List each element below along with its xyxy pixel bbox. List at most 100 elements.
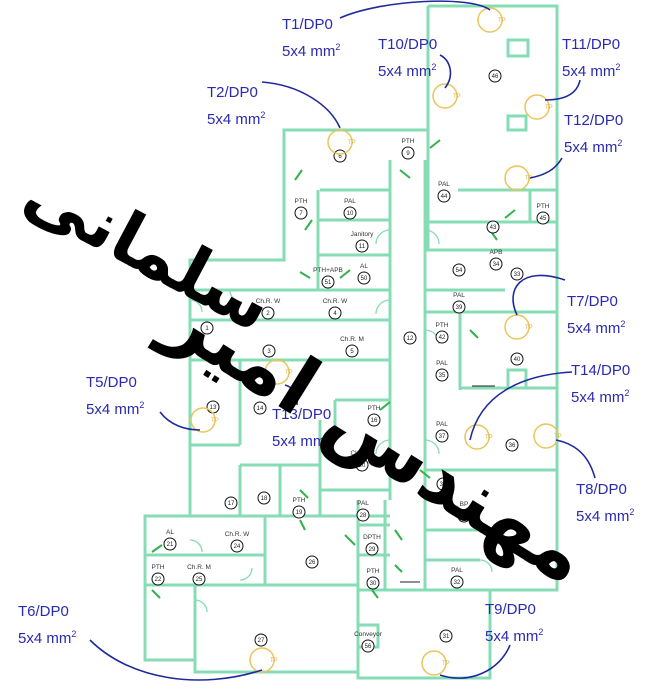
room-label: AL bbox=[166, 529, 174, 536]
tp-marker: TP bbox=[432, 83, 461, 109]
room-label: Ch.R. W bbox=[256, 298, 281, 305]
annotation-title: T9/DP0 bbox=[485, 601, 536, 618]
annotation-title: T12/DP0 bbox=[564, 112, 624, 129]
room-label: PTH bbox=[367, 568, 380, 575]
room-13: 13 bbox=[206, 400, 220, 414]
room-number: 32 bbox=[454, 580, 461, 586]
room-number-circle bbox=[328, 306, 342, 320]
tp-circle bbox=[464, 424, 490, 450]
room-label: PTH bbox=[293, 497, 306, 504]
room-4: 4Ch.R. W bbox=[323, 298, 348, 320]
room-number: 13 bbox=[210, 405, 217, 411]
tp-label: TP bbox=[270, 658, 278, 664]
room-number: 1 bbox=[205, 326, 209, 332]
annotation-t10: T10/DP0 5x4 mm2 bbox=[378, 34, 437, 83]
annotation-title: T7/DP0 bbox=[567, 293, 618, 310]
tp-marker: TP bbox=[264, 359, 293, 385]
room-7: 7 PTH bbox=[294, 198, 308, 220]
room-number: 50 bbox=[361, 276, 368, 282]
walls bbox=[143, 4, 559, 680]
room-number-circle bbox=[230, 539, 244, 553]
room-number-circle bbox=[343, 206, 357, 220]
tp-marker: TP bbox=[504, 165, 533, 191]
room-number-circle bbox=[305, 555, 319, 569]
annotation-size: 5x4 mm2 bbox=[485, 627, 544, 645]
tp-circle bbox=[421, 650, 447, 676]
room-number: 27 bbox=[258, 638, 265, 644]
room-number-circle bbox=[457, 509, 471, 523]
room-number: 7 bbox=[299, 211, 303, 217]
tp-marker: TP bbox=[464, 424, 493, 450]
door-swings bbox=[151, 139, 516, 613]
room-number: 37 bbox=[439, 434, 446, 440]
room-number-circle bbox=[536, 211, 550, 225]
room-number: 21 bbox=[167, 542, 174, 548]
room-number: 42 bbox=[439, 335, 446, 341]
tp-label: TP bbox=[525, 325, 533, 331]
room-label: PTH bbox=[295, 198, 308, 205]
annotation-title: T6/DP0 bbox=[18, 603, 69, 620]
annotation-size: 5x4 mm2 bbox=[272, 432, 331, 450]
room-number-circle bbox=[262, 344, 276, 358]
room-17: 17 bbox=[224, 496, 238, 510]
annotation-t9: T9/DP0 5x4 mm2 bbox=[485, 599, 543, 648]
room-number: 9 bbox=[406, 151, 410, 157]
room-label: PAL bbox=[344, 198, 356, 205]
tp-circle bbox=[264, 359, 290, 385]
room-number-circle bbox=[435, 368, 449, 382]
annotation-size: 5x4 mm2 bbox=[18, 629, 77, 647]
room-label: PTH bbox=[436, 322, 449, 329]
tp-marker: TP bbox=[190, 407, 219, 433]
room-46: 46 bbox=[488, 69, 502, 83]
tp-marker: TP bbox=[249, 647, 278, 673]
room-number: 35 bbox=[439, 373, 446, 379]
room-33: 33 bbox=[510, 267, 524, 281]
room-number: 16 bbox=[371, 418, 378, 424]
annotation-title: T5/DP0 bbox=[86, 374, 137, 391]
annotation-title: T10/DP0 bbox=[378, 36, 438, 53]
room-number: 6 bbox=[338, 154, 342, 160]
room-43: 43 bbox=[486, 220, 500, 234]
room-number-circle bbox=[361, 639, 375, 653]
room-number-circle bbox=[510, 267, 524, 281]
room-label: PAL bbox=[438, 181, 450, 188]
room-number: 51 bbox=[325, 280, 332, 286]
room-label: Janitory bbox=[351, 231, 375, 238]
room-number-circle bbox=[489, 257, 503, 271]
room-number-circle bbox=[254, 633, 268, 647]
annotation-title: T8/DP0 bbox=[576, 481, 627, 498]
room-18: 18 bbox=[257, 491, 271, 505]
annotation-size: 5x4 mm2 bbox=[576, 507, 635, 525]
room-number: 44 bbox=[441, 194, 448, 200]
room-number-circle bbox=[294, 206, 308, 220]
room-number-circle bbox=[439, 629, 453, 643]
annotation-size: 5x4 mm2 bbox=[378, 62, 437, 80]
room-label: PTH+APB bbox=[313, 267, 343, 274]
tp-marker: TP bbox=[524, 94, 553, 120]
annotation-size: 5x4 mm2 bbox=[571, 388, 630, 406]
room-number-circle bbox=[486, 220, 500, 234]
tp-circle bbox=[477, 7, 503, 33]
room-number-circle bbox=[452, 300, 466, 314]
room-number: 19 bbox=[296, 510, 303, 516]
room-label: PAL bbox=[453, 292, 465, 299]
room-number-circle bbox=[505, 438, 519, 452]
room-19: 19 PTH bbox=[292, 497, 306, 519]
tp-label: TP bbox=[485, 435, 493, 441]
room-40: 40 bbox=[510, 352, 524, 366]
room-5: 5Ch.R. M bbox=[340, 336, 364, 358]
room-label: PTH bbox=[537, 203, 550, 210]
room-label: PAL bbox=[436, 360, 448, 367]
